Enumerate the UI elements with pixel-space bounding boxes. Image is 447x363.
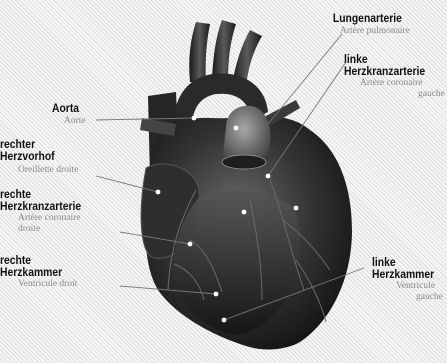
label-linke-herzkranzarterie: linke Herzkranzarterie Artère coronaire …	[344, 55, 445, 99]
label-lungenarterie: Lungenarterie Artère pulmonaire	[330, 14, 410, 36]
label-rechte-herzkranzarterie: rechte Herzkranzarterie Artère coronaire…	[0, 190, 90, 234]
label-rechte-herzkammer: rechte Herzkammer Ventricule droit	[0, 256, 77, 290]
label-rechte-herzkranzarterie-fr-2: droite	[18, 225, 90, 235]
label-linke-herzkammer: linke Herzkammer Ventricule gauche	[372, 258, 443, 302]
pulmonary-trunk	[222, 106, 270, 169]
label-linke-herzkammer-fr-2: gauche	[416, 293, 443, 303]
label-linke-herzkammer-fr-1: Ventricule	[396, 282, 443, 292]
label-rechter-herzvorhof-fr: Oreillette droite	[18, 166, 78, 176]
label-rechte-herzkranzarterie-fr-1: Artère coronaire	[18, 214, 90, 224]
label-rechte-herzkammer-de-2: Herzkammer	[0, 268, 70, 280]
label-rechter-herzvorhof: rechter Herzvorhof Oreillette droite	[0, 140, 78, 176]
label-linke-herzkranzarterie-de-2: Herzkranzarterie	[344, 67, 435, 79]
label-linke-herzkranzarterie-fr-2: gauche	[418, 90, 445, 100]
label-rechter-herzvorhof-de-2: Herzvorhof	[0, 152, 71, 164]
label-lungenarterie-fr: Artère pulmonaire	[340, 27, 410, 37]
label-aorta: Aorta Aorte	[52, 104, 86, 126]
label-linke-herzkranzarterie-fr-1: Artère coronaire	[360, 79, 445, 89]
label-linke-herzkammer-de-2: Herzkammer	[372, 270, 436, 282]
label-rechte-herzkranzarterie-de-2: Herzkranzarterie	[0, 202, 81, 214]
label-aorta-fr: Aorte	[64, 117, 86, 127]
label-rechte-herzkammer-fr: Ventricule droit	[18, 280, 77, 290]
label-aorta-de: Aorta	[52, 104, 82, 116]
label-lungenarterie-de: Lungenarterie	[330, 14, 402, 26]
